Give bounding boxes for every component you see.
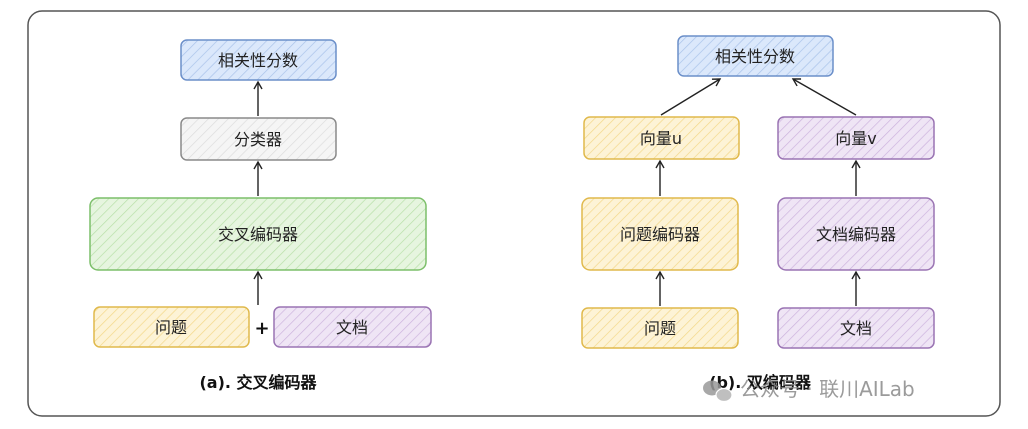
vector-u-label: 向量u (640, 129, 682, 148)
vector-v-label: 向量v (835, 129, 876, 148)
watermark: 公众号 · 联川AILab (703, 377, 915, 403)
arrow-vector-v-to-score (791, 78, 857, 116)
document-encoder-box: 文档编码器 (777, 197, 935, 271)
cross-score-label: 相关性分数 (218, 51, 298, 70)
document-encoder-label: 文档编码器 (816, 225, 896, 244)
arrow-vector-u-to-score (660, 78, 722, 116)
cross-encoder-label: 交叉编码器 (218, 225, 298, 244)
cross-question-box: 问题 (93, 306, 250, 348)
watermark-text: 公众号 · 联川AILab (740, 377, 915, 401)
classifier-label: 分类器 (234, 130, 282, 149)
question-encoder-label: 问题编码器 (620, 225, 700, 244)
cross-encoder-panel: 相关性分数 分类器 交叉编码器 问题 + 文档 (a). 交叉编码器 (89, 39, 432, 392)
bi-question-box: 问题 (581, 307, 739, 349)
bi-document-label: 文档 (840, 319, 872, 338)
bi-document-box: 文档 (777, 307, 935, 349)
cross-question-label: 问题 (155, 318, 187, 337)
bi-encoder-panel: 相关性分数 向量u 向量v 问题编码器 文档编码器 问题 文档 (581, 35, 935, 392)
bi-score-label: 相关性分数 (715, 47, 795, 66)
cross-caption: (a). 交叉编码器 (199, 373, 317, 392)
vector-u-box: 向量u (583, 116, 740, 160)
question-encoder-box: 问题编码器 (581, 197, 739, 271)
outer-frame (27, 10, 1001, 417)
bi-question-label: 问题 (644, 319, 676, 338)
cross-encoder-box: 交叉编码器 (89, 197, 427, 271)
vector-v-box: 向量v (777, 116, 935, 160)
cross-document-box: 文档 (273, 306, 432, 348)
plus-sign: + (254, 318, 269, 339)
wechat-icon (703, 380, 733, 403)
cross-score-box: 相关性分数 (180, 39, 337, 81)
classifier-box: 分类器 (180, 117, 337, 161)
bi-score-box: 相关性分数 (677, 35, 834, 77)
cross-document-label: 文档 (336, 318, 368, 337)
bi-caption: (b). 双编码器 (709, 373, 812, 392)
